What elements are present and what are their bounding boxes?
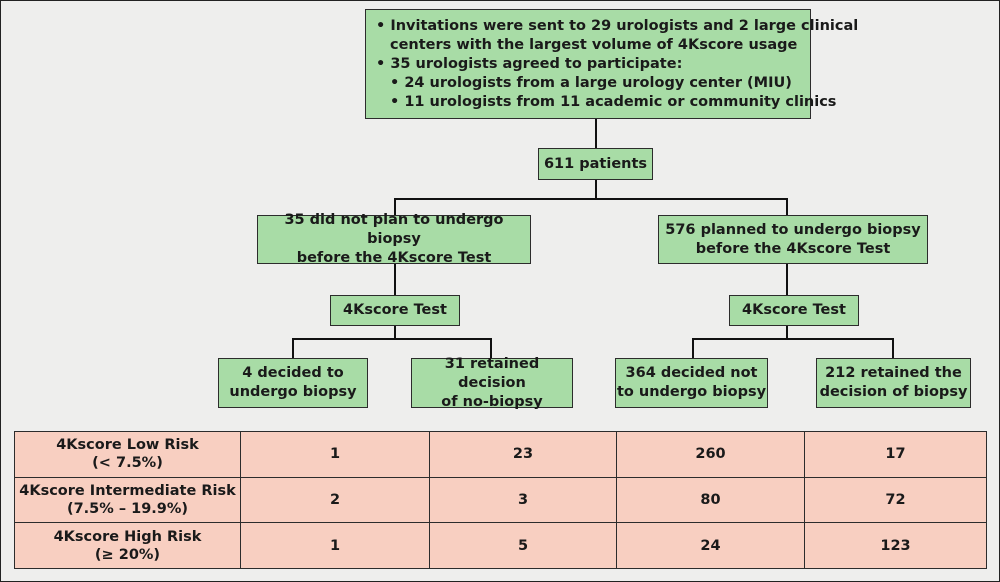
recruitment-line-invitations-cont: centers with the largest volume of 4Ksco… <box>390 36 798 53</box>
table-cell: 17 <box>804 431 987 478</box>
no-biopsy-plan-line1: 35 did not plan to undergo biopsy <box>284 212 504 247</box>
right-outcome-a-line2: to undergo biopsy <box>616 384 767 400</box>
recruitment-line-invitations: • Invitations were sent to 29 urologists… <box>376 17 859 34</box>
risk-distribution-table: 4Kscore Low Risk (< 7.5%) 1 23 260 17 4K… <box>14 431 987 569</box>
right-outcome-b-line1: 212 retained the <box>825 365 962 381</box>
recruitment-line-miu: • 24 urologists from a large urology cen… <box>390 74 792 91</box>
left-4kscore-test-label: 4Kscore Test <box>343 302 447 318</box>
table-cell: 3 <box>429 476 617 524</box>
connector-right-outcome-a <box>692 338 694 359</box>
row-label-intermediate-risk: 4Kscore Intermediate Risk (7.5% – 19.9%) <box>14 476 241 524</box>
left-outcome-a-line1: 4 decided to <box>242 365 344 381</box>
right-outcome-b-line2: decision of biopsy <box>819 384 968 400</box>
no-biopsy-plan-line2: before the 4Kscore Test <box>296 250 492 266</box>
study-recruitment-box: • Invitations were sent to 29 urologists… <box>365 9 859 119</box>
row-label-line1: 4Kscore Intermediate Risk <box>19 482 236 499</box>
patients-box: 611 patients <box>538 148 653 180</box>
row-label-line2: (≥ 20%) <box>94 546 161 563</box>
right-outcome-a-line1: 364 decided not <box>625 365 758 381</box>
table-row-high-risk: 4Kscore High Risk (≥ 20%) 1 5 24 123 <box>14 522 987 569</box>
planned-biopsy-line2: before the 4Kscore Test <box>695 240 891 257</box>
connector-to-right-branch <box>786 198 788 216</box>
right-outcome-retained-biopsy-box: 212 retained the decision of biopsy <box>816 358 971 408</box>
left-outcome-b-line2: of no-biopsy <box>441 393 543 410</box>
table-cell: 260 <box>616 431 805 478</box>
connector-left-branch-to-test <box>394 263 396 296</box>
connector-left-test-horizontal <box>292 338 492 340</box>
connector-to-left-branch <box>394 198 396 216</box>
connector-right-test-horizontal <box>692 338 894 340</box>
connector-patients-down <box>595 179 597 199</box>
connector-left-outcome-b <box>490 338 492 359</box>
left-4kscore-test-box: 4Kscore Test <box>330 295 460 326</box>
table-cell: 24 <box>616 522 805 569</box>
row-label-high-risk: 4Kscore High Risk (≥ 20%) <box>14 522 241 569</box>
table-row-intermediate-risk: 4Kscore Intermediate Risk (7.5% – 19.9%)… <box>14 476 987 524</box>
connector-right-test-down <box>786 325 788 339</box>
table-row-low-risk: 4Kscore Low Risk (< 7.5%) 1 23 260 17 <box>14 431 987 478</box>
connector-right-outcome-b <box>892 338 894 359</box>
row-label-low-risk: 4Kscore Low Risk (< 7.5%) <box>14 431 241 478</box>
left-outcome-decided-biopsy-box: 4 decided to undergo biopsy <box>218 358 368 408</box>
connector-top-to-patients <box>595 118 597 149</box>
table-cell: 1 <box>240 522 430 569</box>
no-biopsy-plan-box: 35 did not plan to undergo biopsy before… <box>257 212 531 266</box>
row-label-line2: (< 7.5%) <box>92 455 163 472</box>
table-cell: 5 <box>429 522 617 569</box>
row-label-line2: (7.5% – 19.9%) <box>66 500 189 517</box>
left-outcome-retained-no-biopsy-box: 31 retained decision of no-biopsy <box>411 355 573 410</box>
recruitment-line-agreed: • 35 urologists agreed to participate: <box>376 55 683 72</box>
row-label-line1: 4Kscore Low Risk <box>56 437 199 454</box>
connector-right-branch-to-test <box>786 263 788 296</box>
row-label-line1: 4Kscore High Risk <box>53 528 202 545</box>
table-cell: 80 <box>616 476 805 524</box>
table-cell: 2 <box>240 476 430 524</box>
table-cell: 72 <box>804 476 987 524</box>
recruitment-line-clinics: • 11 urologists from 11 academic or comm… <box>390 93 837 110</box>
left-outcome-a-line2: undergo biopsy <box>229 384 357 400</box>
connector-split-horizontal <box>394 198 787 200</box>
connector-left-test-down <box>394 325 396 339</box>
right-4kscore-test-label: 4Kscore Test <box>742 302 846 318</box>
left-outcome-b-line1: 31 retained decision <box>444 355 540 391</box>
table-cell: 23 <box>429 431 617 478</box>
patients-label: 611 patients <box>543 155 648 172</box>
right-4kscore-test-box: 4Kscore Test <box>729 295 859 326</box>
table-cell: 1 <box>240 431 430 478</box>
connector-left-outcome-a <box>292 338 294 359</box>
planned-biopsy-line1: 576 planned to undergo biopsy <box>665 221 921 238</box>
planned-biopsy-box: 576 planned to undergo biopsy before the… <box>658 215 928 264</box>
right-outcome-decided-not-box: 364 decided not to undergo biopsy <box>615 358 768 408</box>
table-cell: 123 <box>804 522 987 569</box>
